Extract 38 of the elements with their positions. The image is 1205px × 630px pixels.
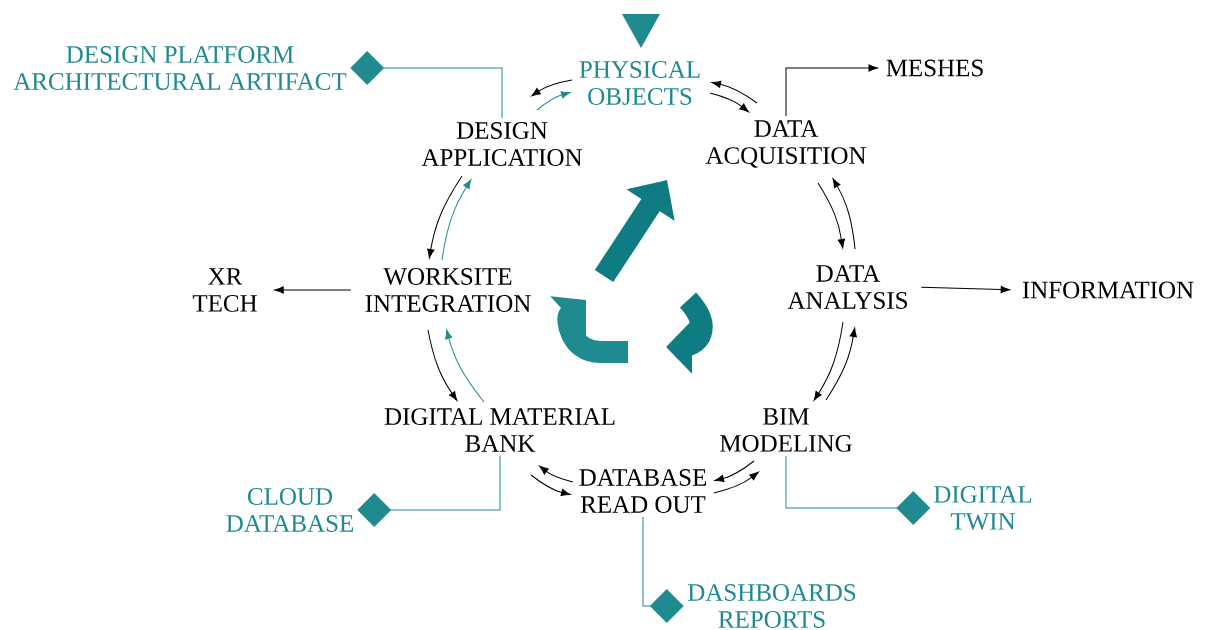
leader-line [785,455,931,525]
stage-label: DATA ACQUISITION [705,120,866,168]
stage-label: DATABASE READ OUT [579,469,707,513]
arrow [539,465,574,483]
arrow [713,471,759,494]
output-label: DESIGN PLATFORM ARCHITECTURAL ARTIFACT [13,46,347,90]
output-label: XR TECH [192,268,257,312]
arrow [530,474,571,496]
output-label: MESHES [886,59,983,77]
leader-line [642,516,684,623]
arrow [274,286,352,294]
arrow [427,329,458,401]
output-label: DASHBOARDS REPORTS [688,584,856,628]
arrow [785,64,878,117]
arrow [813,321,844,401]
arrow [531,79,573,97]
leader-line [350,51,503,119]
arrow [832,178,856,250]
output-label: DIGITAL TWIN [934,486,1032,530]
arrow [817,182,846,249]
stage-label: DATA ANALYSIS [787,265,907,309]
arrow [445,329,485,403]
arrow [427,175,463,259]
stage-label: DESIGN APPLICATION [421,122,582,166]
leader-line [357,455,501,527]
stage-label: DIGITAL MATERIAL BANK [384,408,615,452]
arrow [825,327,857,401]
arrow [714,460,755,482]
arrow [441,179,472,261]
stage-label: WORKSITE INTEGRATION [365,268,531,312]
arrow [536,91,571,111]
arrow [711,80,758,104]
stage-label: PHYSICAL OBJECTS [579,61,700,105]
arrow [920,285,1011,294]
output-label: INFORMATION [1022,281,1194,299]
arrow [709,92,749,113]
stage-label: BIM MODELING [720,408,852,452]
output-label: CLOUD DATABASE [226,488,354,532]
